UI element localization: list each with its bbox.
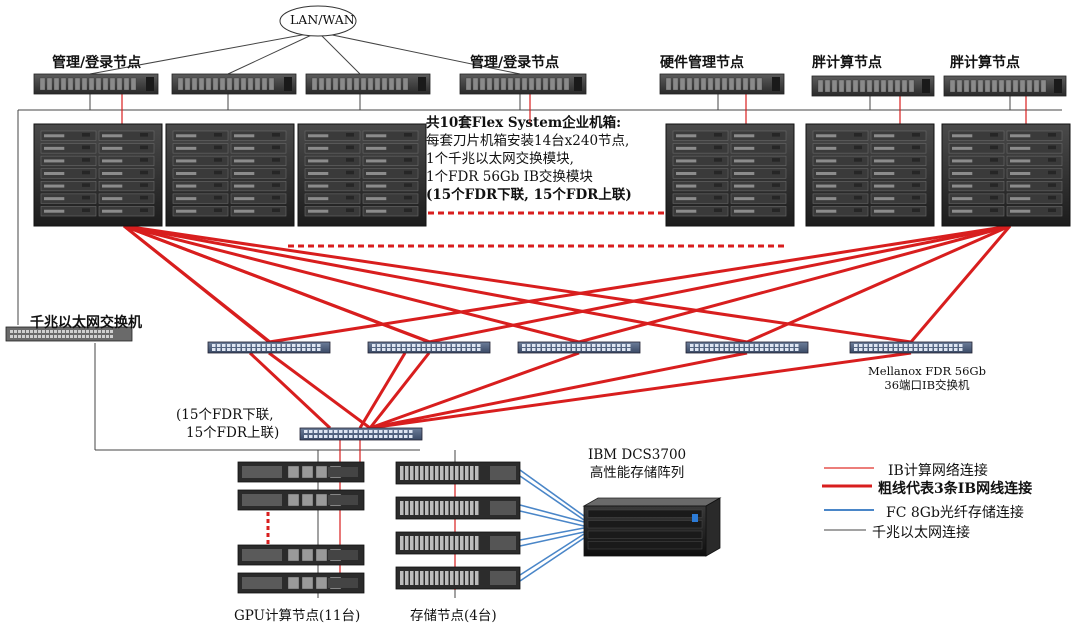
ib-thick-link (358, 352, 407, 429)
ib-thick-link (369, 351, 580, 430)
legend-ib-thick: 粗线代表3条IB网线连接 (878, 478, 1032, 498)
blade-chassis-6 (941, 123, 1071, 227)
mgmt-login-server-2 (171, 73, 297, 95)
devices (5, 73, 1071, 594)
mgmt-login-server-4 (459, 73, 587, 95)
core-switch-note: (15个FDR下联, 15个FDR上联) (176, 406, 279, 442)
ib-thick-link (369, 351, 912, 430)
chassis-note-line: 1个千兆以太网交换模块, (426, 151, 574, 167)
fat-node-label-2: 胖计算节点 (950, 55, 1020, 71)
storage-server-1 (395, 461, 521, 485)
fc-link (519, 504, 585, 523)
legend-text: 千兆以太网连接 (872, 525, 970, 541)
fc-link (519, 469, 585, 517)
gpu-server-1 (237, 461, 365, 483)
fat-node-server-1 (811, 75, 935, 97)
ib-thick-link (368, 352, 431, 429)
legend-text: FC 8Gb光纤存储连接 (886, 505, 1024, 521)
storage-nodes-label: 存储节点(4台) (410, 608, 497, 624)
lan-wan-cloud (279, 5, 357, 37)
storage-server-2 (395, 496, 521, 520)
storage-array-label-line: 高性能存储阵列 (589, 465, 685, 481)
gpu-server-3 (237, 544, 365, 566)
ib-thick-link (268, 224, 1011, 344)
core-switch-note-line: (15个FDR下联, (176, 407, 274, 423)
ib-thick-link (268, 351, 371, 430)
gpu-server-2 (237, 489, 365, 511)
mgmt-login-server-1 (33, 73, 159, 95)
mellanox-label-line: 36端口IB交换机 (884, 378, 970, 392)
fc-link (519, 475, 585, 521)
ib-thick-link (369, 351, 748, 430)
fc-link (519, 537, 585, 582)
chassis-note-line: 共10套Flex System企业机箱: (426, 115, 622, 131)
mellanox-label-line: Mellanox FDR 56Gb (868, 364, 986, 378)
ib-thick-link (123, 224, 271, 344)
storage-array-label-line: IBM DCS3700 (588, 447, 687, 463)
ib-thick-link (909, 225, 1012, 343)
gige-switch (5, 326, 133, 342)
fc-link (519, 527, 585, 541)
lan-wan-label: LAN/WAN (290, 12, 355, 27)
blade-chassis-3 (297, 123, 427, 227)
legend-fc: FC 8Gb光纤存储连接 (886, 502, 1024, 522)
ib-thick-connections (123, 211, 1012, 545)
chassis-note-line: 每套刀片机箱安装14台x240节点, (426, 133, 630, 149)
ib-thick-link (428, 224, 1011, 344)
legend-eth: 千兆以太网连接 (872, 522, 970, 542)
ib-leaf-switch-5 (849, 341, 973, 354)
legend-ib-thin: IB计算网络连接 (888, 460, 988, 480)
ib-leaf-switch-4 (685, 341, 809, 354)
storage-server-3 (395, 531, 521, 555)
hw-mgmt-server (659, 73, 785, 95)
legend-swatches (822, 467, 874, 531)
fat-node-label-1: 胖计算节点 (812, 55, 882, 71)
fc-link (519, 533, 585, 576)
legend-text: IB计算网络连接 (888, 463, 988, 479)
mgmt-login-label-1: 管理/登录节点 (52, 55, 142, 71)
gpu-server-4 (237, 572, 365, 594)
fc-link (519, 510, 585, 527)
hw-mgmt-label: 硬件管理节点 (660, 55, 744, 71)
mgmt-login-label-2: 管理/登录节点 (470, 55, 560, 71)
ib-thick-link (123, 224, 431, 344)
dcs3700-array (582, 497, 722, 557)
ib-thick-link (746, 224, 1011, 344)
ib-leaf-switch-2 (367, 341, 491, 354)
fat-node-server-2 (943, 75, 1067, 97)
mellanox-label: Mellanox FDR 56Gb 36端口IB交换机 (868, 364, 986, 392)
legend-text: 粗线代表3条IB网线连接 (878, 481, 1033, 497)
ib-leaf-switch-3 (517, 341, 641, 354)
chassis-note-line: (15个FDR下联, 15个FDR上联) (426, 187, 632, 203)
blade-chassis-4 (665, 123, 795, 227)
blade-chassis-2 (165, 123, 295, 227)
gpu-nodes-label: GPU计算节点(11台) (234, 608, 361, 624)
fc-connections (519, 469, 585, 582)
storage-array-label: IBM DCS3700 高性能存储阵列 (588, 446, 686, 482)
ib-thick-link (578, 224, 1011, 344)
ib-leaf-switch-1 (207, 341, 331, 354)
ib-thick-link (123, 224, 580, 344)
ib-core-switch (299, 427, 423, 441)
blade-chassis-5 (805, 123, 935, 227)
storage-server-4 (395, 566, 521, 590)
fc-link (519, 531, 585, 547)
chassis-description: 共10套Flex System企业机箱: 每套刀片机箱安装14台x240节点, … (426, 114, 632, 204)
core-switch-note-line: 15个FDR上联) (186, 425, 280, 441)
gige-switch-label: 千兆以太网交换机 (30, 315, 142, 331)
ib-thick-link (123, 224, 912, 344)
blade-chassis-1 (33, 123, 163, 227)
chassis-note-line: 1个FDR 56Gb IB交换模块 (426, 169, 593, 185)
ib-thick-link (248, 351, 332, 430)
mgmt-login-server-3 (305, 73, 431, 95)
ib-thick-link (123, 224, 748, 344)
